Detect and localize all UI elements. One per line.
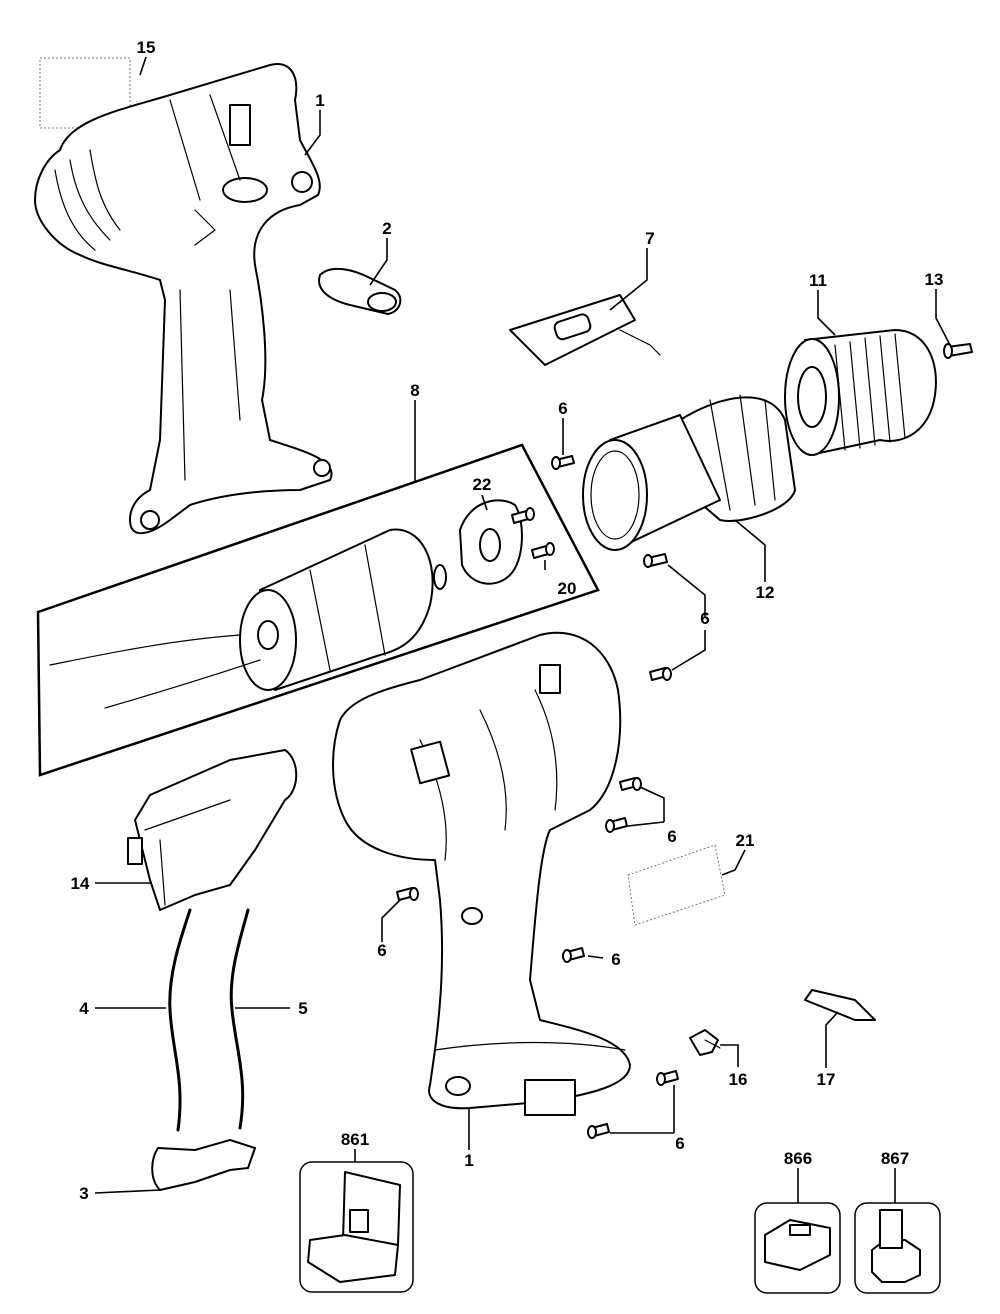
part-6-screw-d — [605, 777, 642, 833]
callout-6-handle-right: 6 — [611, 950, 620, 969]
part-8-motor — [49, 528, 447, 709]
callout-866: 866 — [784, 1149, 812, 1168]
part-1-housing-left-half — [34, 63, 333, 535]
callout-1-top: 1 — [315, 91, 324, 110]
callout-15: 15 — [137, 38, 156, 57]
callout-867: 867 — [881, 1149, 909, 1168]
part-11-keyless-chuck — [784, 329, 937, 456]
callout-12: 12 — [756, 583, 775, 602]
part-6-screw-a — [551, 455, 575, 470]
part-22-motor-bracket — [459, 499, 523, 585]
callout-4: 4 — [79, 999, 89, 1018]
part-13-chuck-screw — [943, 343, 973, 359]
callout-1-bottom: 1 — [464, 1151, 473, 1170]
callout-14: 14 — [71, 874, 90, 893]
callout-5: 5 — [298, 999, 307, 1018]
leader-lines — [94, 56, 951, 1203]
part-867-battery-pack — [854, 1202, 941, 1294]
callout-22: 22 — [473, 475, 492, 494]
callout-11: 11 — [809, 271, 827, 290]
callout-20: 20 — [558, 579, 577, 598]
part-8-motor-assembly-box — [36, 443, 600, 777]
part-6-screw-f — [562, 947, 585, 963]
part-3-contact-plate — [151, 1139, 256, 1191]
callout-6-housing-right: 6 — [667, 827, 676, 846]
callout-8: 8 — [410, 381, 419, 400]
callout-861: 861 — [341, 1130, 369, 1149]
part-7-speed-selector — [509, 294, 661, 366]
part-6-screw-c — [649, 667, 672, 681]
part-866-battery-charger — [754, 1202, 841, 1294]
part-6-screw-e — [396, 887, 419, 901]
callout-6-handle-left: 6 — [377, 941, 386, 960]
part-14-trigger-switch — [127, 749, 298, 911]
part-20-screws — [511, 507, 555, 559]
callout-labels: 15 1 2 7 11 13 8 22 20 6 12 6 6 21 14 6 … — [71, 38, 944, 1203]
part-5-wire — [229, 908, 250, 1130]
callout-21: 21 — [736, 831, 755, 850]
callout-6-gearbox: 6 — [558, 399, 567, 418]
part-861-carrying-case — [299, 1161, 414, 1293]
part-16-spring-clip — [689, 1029, 721, 1056]
part-12-gearbox-assembly — [582, 394, 796, 551]
callout-7: 7 — [645, 229, 654, 248]
part-2-direction-switch — [318, 267, 402, 315]
callout-6-base: 6 — [675, 1134, 684, 1153]
callout-13: 13 — [925, 270, 944, 289]
callout-6-lower-gearbox: 6 — [700, 609, 709, 628]
part-17-screwdriver-bit — [804, 989, 876, 1021]
callout-16: 16 — [729, 1070, 748, 1089]
part-6-screw-g — [587, 1070, 679, 1139]
callout-3: 3 — [79, 1184, 88, 1203]
part-21-label-sticker — [627, 844, 726, 926]
callout-2: 2 — [382, 219, 391, 238]
part-6-screw-b — [643, 553, 668, 568]
callout-17: 17 — [817, 1070, 836, 1089]
part-1-housing-right-half — [332, 631, 631, 1116]
part-4-wire — [168, 908, 192, 1132]
